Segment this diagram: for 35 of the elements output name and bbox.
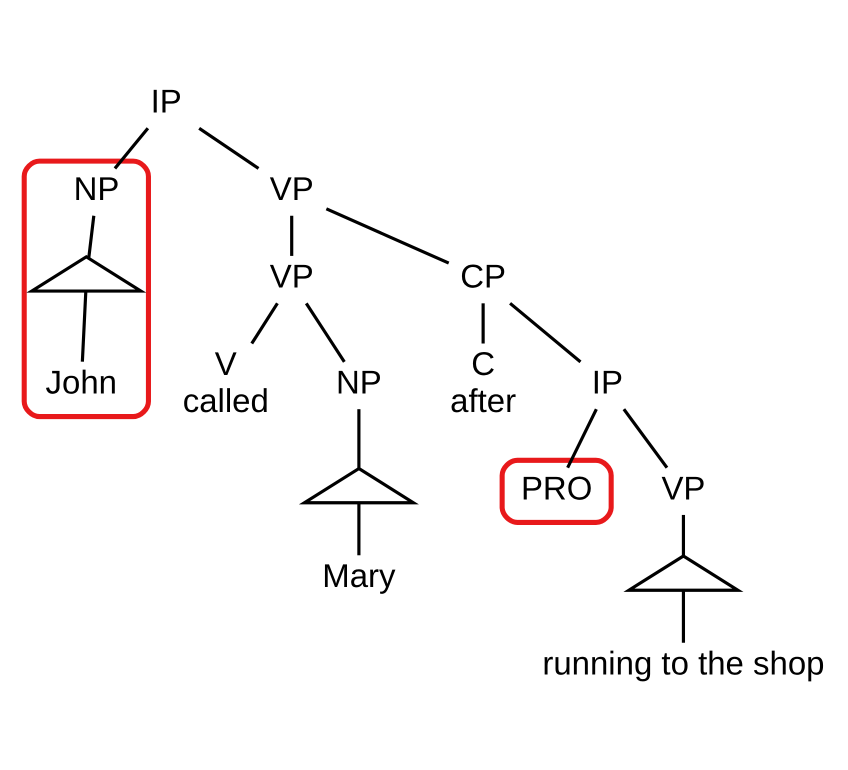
node-text: CP [460,257,506,294]
node-text: PRO [520,468,592,506]
node-text: VP [660,468,705,506]
connector [80,290,87,362]
node-text: IP [150,82,182,120]
connector [622,408,668,468]
node-triangle [26,254,146,292]
node-text: IP [591,362,622,400]
connector [325,206,449,264]
connector [481,302,484,344]
node-text: NP [73,170,119,207]
connector [508,302,581,363]
connector [113,126,149,169]
node-text: Mary [322,556,396,594]
connector [290,215,293,256]
node-text: C after [450,344,516,418]
cluster [21,158,150,419]
connector [250,302,278,344]
node-text: running to the shop [542,644,824,681]
connector [681,514,685,556]
node-text: VP [269,257,314,294]
cluster [499,457,614,524]
connector [86,215,95,258]
node-text: John [45,362,116,400]
connector [198,126,259,170]
connector [356,408,360,468]
node-text: V called [182,344,268,418]
connector [356,502,360,555]
node-text: NP [336,362,382,400]
connector [566,408,598,468]
connector [304,302,346,362]
connector [681,590,685,642]
node-text: VP [269,170,314,207]
node-triangle [622,554,743,592]
node-triangle [298,466,418,504]
